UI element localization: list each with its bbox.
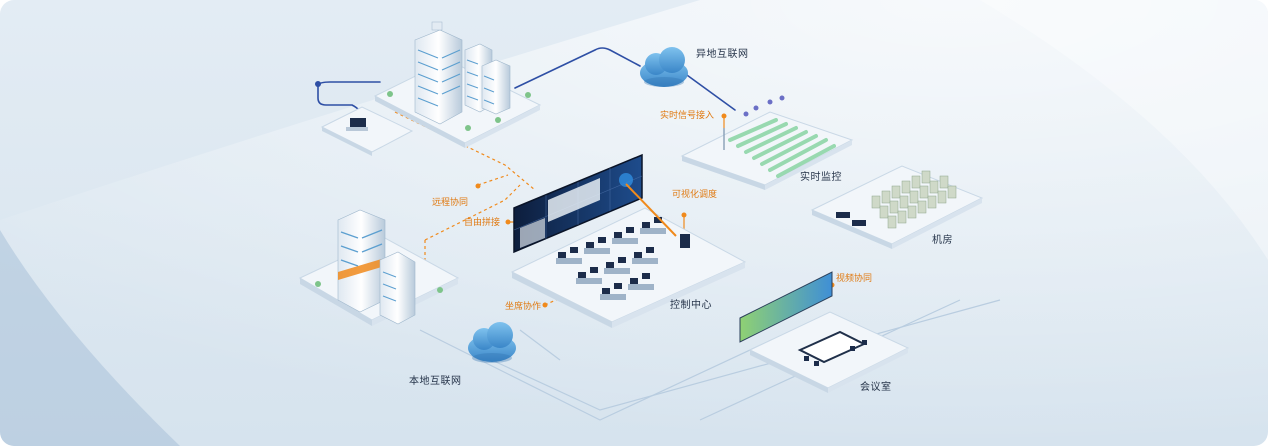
local-office-platform <box>298 209 460 326</box>
free-splice-annotation: 自由拼接 <box>464 218 501 228</box>
meeting-room-label: 会议室 <box>860 382 892 393</box>
server-racks <box>871 170 957 229</box>
bg-arc-dark <box>0 230 180 446</box>
seat-collab-annotation: 坐席协作 <box>505 302 542 312</box>
video-collab-annotation: 视频协同 <box>836 274 873 284</box>
machine-room-label: 机房 <box>932 235 953 246</box>
dispatch-annotation: 可视化调度 <box>672 190 718 200</box>
monitor-platform <box>680 95 854 190</box>
meeting-screen <box>739 271 833 343</box>
control-desks <box>556 217 666 300</box>
remote-internet-label: 异地互联网 <box>696 49 749 60</box>
remote-collab-annotation: 远程协同 <box>432 198 469 208</box>
remote-workstation <box>320 106 414 156</box>
bg-arc-right <box>980 0 1268 260</box>
internet-links <box>317 47 736 119</box>
hq-windows <box>417 49 461 107</box>
control-center-label: 控制中心 <box>670 300 712 311</box>
link-node <box>315 81 321 87</box>
cloud-icon <box>468 322 516 363</box>
hq-platform <box>373 21 542 148</box>
realtime-monitor-label: 实时监控 <box>800 172 842 183</box>
operator-figure <box>680 234 690 248</box>
cloud-icon <box>640 47 688 87</box>
signal-access-annotation: 实时信号接入 <box>660 111 715 121</box>
control-center-platform <box>510 153 747 328</box>
local-internet-label: 本地互联网 <box>409 376 462 387</box>
machine-room-platform <box>810 165 984 249</box>
solar-rows <box>728 118 836 178</box>
meeting-room-platform <box>739 271 910 393</box>
